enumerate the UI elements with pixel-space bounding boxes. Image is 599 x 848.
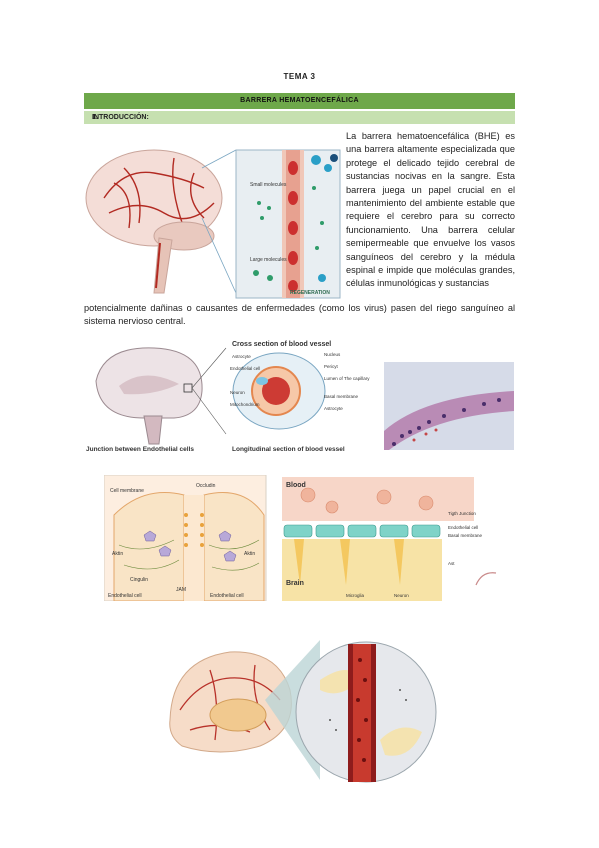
title-text: BARRERA HEMATOENCEFÁLICA — [240, 97, 359, 104]
section-heading: 1. INTRODUCCIÓN: — [88, 111, 149, 124]
label-nucleus: Nucleus — [324, 352, 341, 357]
label-large-molecules: Large molecules — [250, 257, 287, 263]
label-brain: Brain — [286, 580, 304, 587]
label-cell-membrane: Cell membrane — [110, 488, 144, 494]
intro-paragraph-part2: potencialmente dañinas o causantes de en… — [84, 303, 515, 327]
label-small-molecules: Small molecules — [250, 182, 287, 188]
label-ast: Ast — [448, 561, 455, 566]
label-endothelial-right: Endothelial cell — [210, 593, 244, 599]
label-jam: JAM — [176, 587, 186, 593]
junction-caption: Junction between Endothelial cells — [86, 446, 194, 453]
figure-vessel-magnified — [169, 640, 437, 783]
label-endothelial-left: Endothelial cell — [108, 593, 142, 599]
label-pericyt: Pericyt — [324, 364, 339, 369]
longitudinal-caption: Longitudinal section of blood vessel — [232, 446, 345, 453]
label-microglia: Microglia — [346, 593, 365, 598]
label-actin-left: Aktin — [112, 551, 123, 557]
section-number: 1. — [92, 114, 98, 121]
brain-vessels — [103, 157, 215, 229]
label-tight-junction: Tigth Junction — [448, 511, 476, 516]
cross-section-title: Cross section of blood vessel — [232, 341, 331, 348]
intro-paragraph-part1: La barrera hematoencefálica (BHE) es una… — [346, 131, 515, 289]
title-bar: BARRERA HEMATOENCEFÁLICA — [84, 93, 515, 109]
label-endothelial: Endothelial cell — [230, 366, 260, 371]
tema-heading: TEMA 3 — [283, 72, 316, 81]
label-mitochondrium: Mitochondrium — [230, 402, 260, 407]
regeneration-logo: REGENERATION — [290, 290, 330, 296]
label-actin-right: Aktin — [244, 551, 255, 557]
section-bar: 1. INTRODUCCIÓN: — [84, 111, 515, 124]
label-lumen: Lumen of The capillary — [324, 376, 370, 381]
label-neuron-3: Neuron — [394, 593, 409, 598]
label-blood: Blood — [286, 482, 306, 489]
label-astrocyte-left: Astrocyte — [232, 354, 251, 359]
label-basal-membrane-3: Basal membrane — [448, 533, 483, 538]
figure-cross-section: Junction between Endothelial cells Cross… — [86, 341, 514, 453]
figure-brain-vessel: Small molecules Large molecules REGENERA… — [85, 149, 341, 299]
label-basal-membrane: Basal membrane — [324, 394, 359, 399]
section-title: INTRODUCCIÓN: — [92, 114, 149, 121]
label-endothelial-cell: Endothelial cell — [448, 525, 478, 530]
figure-tight-junction: Cell membrane Occludin Aktin Aktin Cingu… — [104, 475, 498, 601]
label-occludin: Occludin — [196, 483, 216, 489]
label-neuron: Neuron — [230, 390, 245, 395]
label-cingulin: Cingulin — [130, 577, 148, 583]
label-astrocyte-right: Astrocyte — [324, 406, 343, 411]
